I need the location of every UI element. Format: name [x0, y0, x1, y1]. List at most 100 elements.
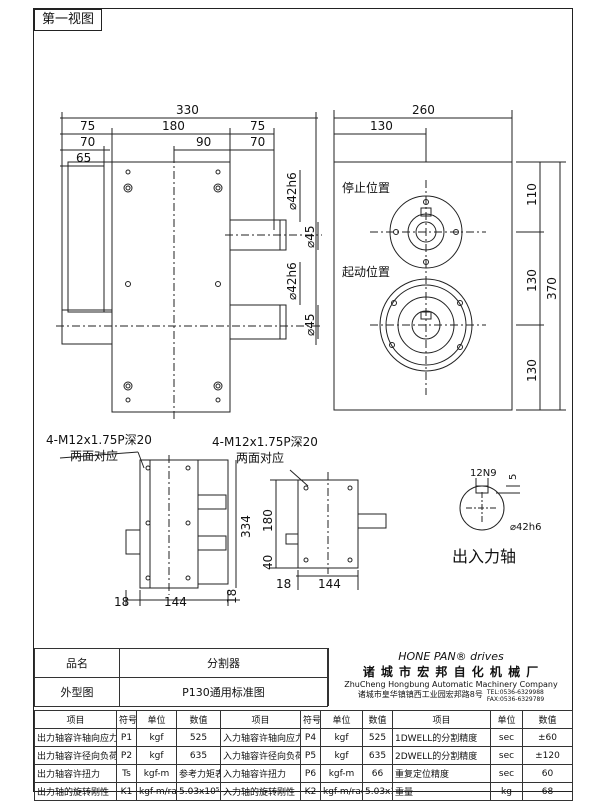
- spec-header-cell: 数值: [176, 710, 221, 729]
- spec-cell: kgf: [136, 746, 177, 765]
- spec-cell: kgf-m: [136, 764, 177, 783]
- spec-cell: 入力轴的旋转刚性: [220, 782, 301, 801]
- spec-cell: 5.03x10⁵: [362, 782, 393, 801]
- spec-cell: kgf: [320, 728, 363, 747]
- dim-90: 90: [196, 135, 211, 149]
- dim-75-left: 75: [80, 119, 95, 133]
- spec-cell: 入力轴容许径向负荷: [220, 746, 301, 765]
- spec-cell: ±60: [522, 728, 573, 747]
- spec-header-cell: 符号: [116, 710, 137, 729]
- dim-144-left: 144: [164, 595, 187, 609]
- spec-cell: 1DWELL的分割精度: [392, 728, 491, 747]
- company-en: ZhuCheng Hongbung Automatic Machinery Co…: [344, 680, 558, 689]
- dim-5: 5: [508, 474, 519, 480]
- both-sides-note-mid: 两面对应: [236, 450, 284, 465]
- dim-18-mid: 18: [276, 577, 291, 591]
- thread-note-mid: 4-M12x1.75P深20: [212, 435, 318, 449]
- dim-dia42-upper: ⌀42h6: [285, 172, 299, 210]
- spec-header-cell: 单位: [136, 710, 177, 729]
- spec-header-row: 项目符号单位数值项目符号单位数值项目单位数值: [34, 710, 573, 729]
- dim-18-right: 18: [225, 589, 239, 604]
- spec-cell: 2DWELL的分割精度: [392, 746, 491, 765]
- dim-70-right: 70: [250, 135, 265, 149]
- spec-cell: sec: [490, 764, 523, 783]
- spec-cell: sec: [490, 746, 523, 765]
- tel: TEL:0536-6329988: [486, 689, 544, 696]
- spec-cell: kgf-m/rad: [136, 782, 177, 801]
- spec-cell: P6: [300, 764, 321, 783]
- dim-dia45-upper: ⌀45: [303, 226, 317, 249]
- spec-header-cell: 单位: [320, 710, 363, 729]
- spec-cell: 出力轴容许轴向应力: [34, 728, 117, 747]
- spec-cell: 出力轴容许扭力: [34, 764, 117, 783]
- spec-cell: kg: [490, 782, 523, 801]
- spec-cell: 入力轴容许轴向应力: [220, 728, 301, 747]
- spec-header-cell: 数值: [522, 710, 573, 729]
- spec-cell: ±120: [522, 746, 573, 765]
- fax: FAX:0536-6329789: [486, 696, 545, 703]
- dim-180: 180: [162, 119, 185, 133]
- spec-cell: kgf: [320, 746, 363, 765]
- spec-cell: sec: [490, 728, 523, 747]
- dim-keyway: 12N9: [470, 468, 497, 479]
- spec-cell: P1: [116, 728, 137, 747]
- dim-40: 40: [261, 555, 275, 570]
- spec-header-cell: 符号: [300, 710, 321, 729]
- spec-cell: 参考力矩表: [176, 764, 221, 783]
- spec-header-cell: 项目: [392, 710, 491, 729]
- dim-260: 260: [412, 103, 435, 117]
- spec-cell: 重复定位精度: [392, 764, 491, 783]
- dim-130-mid: 130: [525, 269, 539, 292]
- spec-cell: Ts: [116, 764, 137, 783]
- spec-header-cell: 数值: [362, 710, 393, 729]
- dim-110: 110: [525, 183, 539, 206]
- spec-cell: 60: [522, 764, 573, 783]
- spec-cell: 出力轴容许径向负荷: [34, 746, 117, 765]
- dim-130-top: 130: [370, 119, 393, 133]
- dim-shaft-dia: ⌀42h6: [510, 522, 541, 533]
- dim-130-low: 130: [525, 359, 539, 382]
- spec-cell: P2: [116, 746, 137, 765]
- brand: HONE PAN® drives: [398, 650, 504, 663]
- address: 诸城市皇华镇镇西工业园宏邦路8号: [357, 690, 483, 699]
- spec-cell: 重量: [392, 782, 491, 801]
- view-title: 第一视图: [34, 9, 102, 31]
- spec-header-cell: 项目: [220, 710, 301, 729]
- table-row: 出力轴的旋转刚性K1kgf-m/rad5.03x10⁵入力轴的旋转刚性K2kgf…: [34, 782, 573, 801]
- thread-note-left: 4-M12x1.75P深20: [46, 433, 152, 447]
- dim-180-mid: 180: [261, 509, 275, 532]
- spec-cell: P4: [300, 728, 321, 747]
- spec-cell: 635: [176, 746, 221, 765]
- name-value: 分割器: [119, 648, 328, 678]
- spec-cell: P5: [300, 746, 321, 765]
- shape-label: 外型图: [34, 677, 120, 707]
- label-start-position: 起动位置: [342, 264, 390, 279]
- spec-cell: 68: [522, 782, 573, 801]
- shape-value: P130通用标准图: [119, 677, 328, 707]
- spec-cell: kgf: [136, 728, 177, 747]
- spec-cell: 出力轴的旋转刚性: [34, 782, 117, 801]
- title-block: 品名 分割器 外型图 P130通用标准图 HONE PAN® drives 诸 …: [34, 648, 573, 801]
- name-label: 品名: [34, 648, 120, 678]
- dim-65: 65: [76, 151, 91, 165]
- spec-cell: kgf-m/rad: [320, 782, 363, 801]
- technical-drawing: 330 75 180 75 70 90 70 65 ⌀42h6 ⌀45 ⌀42h…: [46, 103, 566, 609]
- dim-75-right: 75: [250, 119, 265, 133]
- company-block: HONE PAN® drives 诸 城 市 宏 邦 自 化 机 械 厂 Zhu…: [328, 648, 573, 706]
- spec-cell: K2: [300, 782, 321, 801]
- spec-header-cell: 项目: [34, 710, 117, 729]
- dim-dia42-lower: ⌀42h6: [285, 262, 299, 300]
- spec-cell: 635: [362, 746, 393, 765]
- both-sides-note-left: 两面对应: [70, 448, 118, 463]
- spec-cell: K1: [116, 782, 137, 801]
- spec-cell: 525: [176, 728, 221, 747]
- dim-70-left: 70: [80, 135, 95, 149]
- spec-cell: kgf-m: [320, 764, 363, 783]
- label-io-shaft: 出入力轴: [452, 547, 516, 566]
- dim-330: 330: [176, 103, 199, 117]
